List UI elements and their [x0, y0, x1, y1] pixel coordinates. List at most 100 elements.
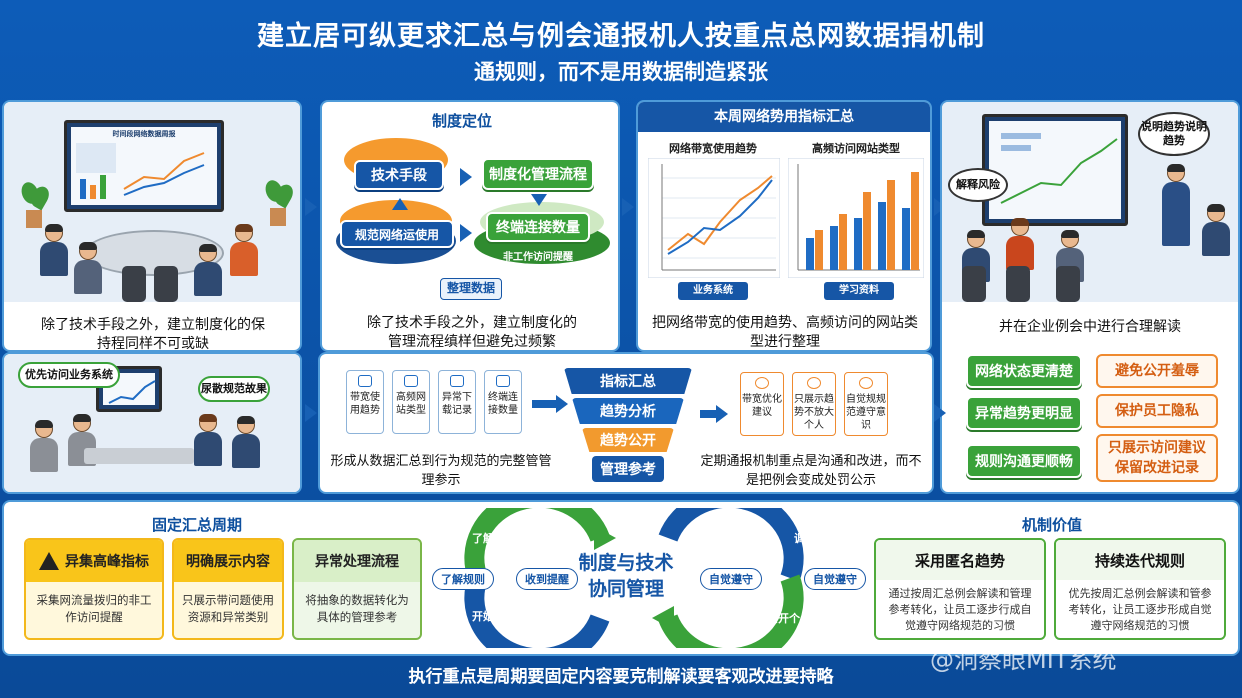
chair — [1056, 266, 1080, 302]
arrow-down-icon — [531, 194, 547, 206]
panel-bottom-mechanism: 固定汇总周期 异集高峰指标 采集网流量拨归的非工作访问提醒 明确展示内容 只展示… — [2, 500, 1240, 656]
source-card: 终端连接数量 — [484, 370, 522, 434]
terminal-count-box: 终端连接数量 — [486, 212, 590, 242]
organize-data-label: 整理数据 — [440, 278, 502, 300]
funnel-reference: 管理参考 — [592, 456, 664, 482]
screen-display — [989, 121, 1121, 219]
caution-item: 只展示访问建议保留改进记录 — [1096, 434, 1218, 482]
ring-label: 了解规优化 — [472, 532, 527, 545]
card-head: 异集高峰指标 — [26, 540, 162, 582]
flow-arrow-icon — [305, 404, 317, 422]
download-icon — [450, 375, 464, 387]
funnel-summary: 指标汇总 — [564, 368, 692, 394]
tag-business-system: 业务系统 — [678, 282, 748, 300]
office-scene: 优先访问业务系统 尿散规范故果 — [4, 354, 300, 492]
arrow-right-icon — [460, 168, 472, 186]
panel-meeting-presentation: 说明趋势说明趋势 解释风险 并在企业例会中进行合理解读 网络状态更清楚 异常趋势… — [940, 100, 1240, 494]
device-icon — [496, 375, 510, 387]
check-icon — [807, 377, 821, 389]
arrow-head-icon — [716, 405, 728, 423]
panel4-caption: 并在企业例会中进行合理解读 — [999, 319, 1181, 335]
card-desc: 采集网流量拨归的非工作访问提醒 — [36, 593, 152, 624]
panel1-caption: 除了技术手段之外，建立制度化的保持程同样不可或缺 — [41, 317, 265, 352]
process-box: 制度化管理流程 — [482, 158, 594, 190]
ring-step: 自觉遵守 — [700, 568, 762, 590]
caution-item: 避免公开羞辱 — [1096, 354, 1218, 388]
arrow-right-icon — [532, 400, 558, 408]
chart-bandwidth-trend — [648, 158, 780, 278]
tag-learning-material: 学习资料 — [824, 282, 894, 300]
arrow-head-icon — [556, 395, 568, 413]
tech-means-box: 技术手段 — [354, 160, 444, 190]
card-head: 持续迭代规则 — [1056, 540, 1224, 580]
speech-bubble-norms: 尿散规范故果 — [198, 376, 270, 402]
chair — [154, 266, 178, 302]
value-card: 持续迭代规则 优先按周汇总例会解读和管参考转化，让员工逐步形成自觉遵守网络规范的… — [1054, 538, 1226, 640]
wall-screen: 时间段网络数据周报 — [64, 120, 224, 212]
presentation-screen — [982, 114, 1128, 226]
flow-arrow-icon — [934, 404, 946, 422]
source-card: 带宽使用趋势 — [346, 370, 384, 434]
benefit-item: 规则沟通更顺畅 — [966, 444, 1082, 478]
check-icon — [755, 377, 769, 389]
screen-mini-chart — [1000, 133, 1118, 204]
speech-bubble-trend: 说明趋势说明趋势 — [1138, 112, 1210, 156]
outcome-card: 自觉规规范遵守意识 — [844, 372, 888, 436]
card-head: 采用匿名趋势 — [876, 540, 1044, 580]
footer-text: 执行重点是周期要固定内容要克制解读要客观改进要持略 — [408, 667, 834, 687]
cycle-diagram — [464, 508, 804, 648]
series-line — [667, 175, 773, 251]
bar-group — [806, 172, 919, 270]
benefit-item: 异常趋势更明显 — [966, 396, 1082, 430]
panel-institution-position: 制度定位 技术手段 规范网络运使用 制度化管理流程 终端连接数量 非工作访问提醒… — [320, 100, 620, 352]
funnel-trend: 趋势分析 — [572, 398, 684, 424]
flow-arrow-icon — [622, 198, 634, 216]
cycle-center-title: 制度与技术 协同管理 — [578, 552, 674, 600]
caution-item: 保护员工隐私 — [1096, 394, 1218, 428]
ring-label: 调整覆盖 — [794, 532, 838, 545]
doc-icon — [358, 375, 372, 387]
arrow-down-icon — [392, 198, 408, 210]
card-desc: 优先按周汇总例会解读和管参考转化，让员工逐步形成自觉遵守网络规范的习惯 — [1068, 587, 1212, 632]
funnel-public: 趋势公开 — [582, 428, 674, 452]
ring-label: 调整行为 — [726, 532, 770, 545]
desk — [84, 448, 194, 464]
ring-step: 了解规则 — [432, 568, 494, 590]
meeting-room-scene: 时间段网络数据周报 — [4, 102, 300, 302]
speech-bubble-priority: 优先访问业务系统 — [18, 362, 120, 388]
source-card: 异常下载记录 — [438, 370, 476, 434]
screen-title: 时间段网络数据周报 — [112, 130, 176, 138]
screen-display: 时间段网络数据周报 — [71, 127, 217, 205]
flow-arrow-icon — [305, 198, 317, 216]
card-desc: 将抽象的数据转化为具体的管理参考 — [305, 593, 409, 624]
mechanism-value-title: 机制价值 — [1022, 516, 1083, 534]
flow-caption-left: 形成从数据汇总到行为规范的完整管管理参示 — [330, 454, 552, 488]
arrow-right-icon — [460, 224, 472, 242]
mechanism-card: 异常处理流程 将抽象的数据转化为具体的管理参考 — [292, 538, 422, 640]
value-card: 采用匿名趋势 通过按周汇总例会解读和管理参考转化，让员工逐步行成自觉遵守网络规范… — [874, 538, 1046, 640]
outcome-card: 只展示趋势不放大个人 — [792, 372, 836, 436]
ring-step: 收到提醒 — [516, 568, 578, 590]
panel3-caption: 把网络带宽的使用趋势、高频访问的网站类型进行整理 — [652, 315, 918, 350]
chair — [122, 266, 146, 302]
chair — [1006, 266, 1030, 302]
series-line — [667, 179, 773, 255]
watermark-text: @洞察眼MIT系统 — [930, 646, 1117, 674]
chair — [962, 266, 986, 302]
screen-mini-chart — [76, 143, 205, 199]
office-monitor — [96, 366, 162, 412]
mechanism-card: 明确展示内容 只展示带问题使用资源和异常类别 — [172, 538, 284, 640]
card-head: 异常处理流程 — [294, 540, 420, 582]
page-subtitle: 通规则，而不是用数据制造紧张 — [474, 60, 768, 84]
ring-label: 开始遵守规则 — [472, 610, 538, 623]
source-card: 高频网站类型 — [392, 370, 430, 434]
speech-bubble-risk: 解释风险 — [948, 168, 1008, 202]
benefit-item: 网络状态更清楚 — [966, 354, 1082, 388]
ring-step: 自觉遵守 — [804, 568, 866, 590]
mechanism-card: 异集高峰指标 采集网流量拨归的非工作访问提醒 — [24, 538, 164, 640]
fixed-cycle-title: 固定汇总周期 — [152, 516, 243, 534]
weekly-summary-header: 本周网络势用指标汇总 — [638, 102, 930, 132]
chart-sites-title: 高频访问网站类型 — [812, 142, 900, 155]
card-desc: 只展示带问题使用资源和异常类别 — [182, 593, 274, 624]
chart-bandwidth-title: 网络带宽使用趋势 — [669, 142, 757, 155]
